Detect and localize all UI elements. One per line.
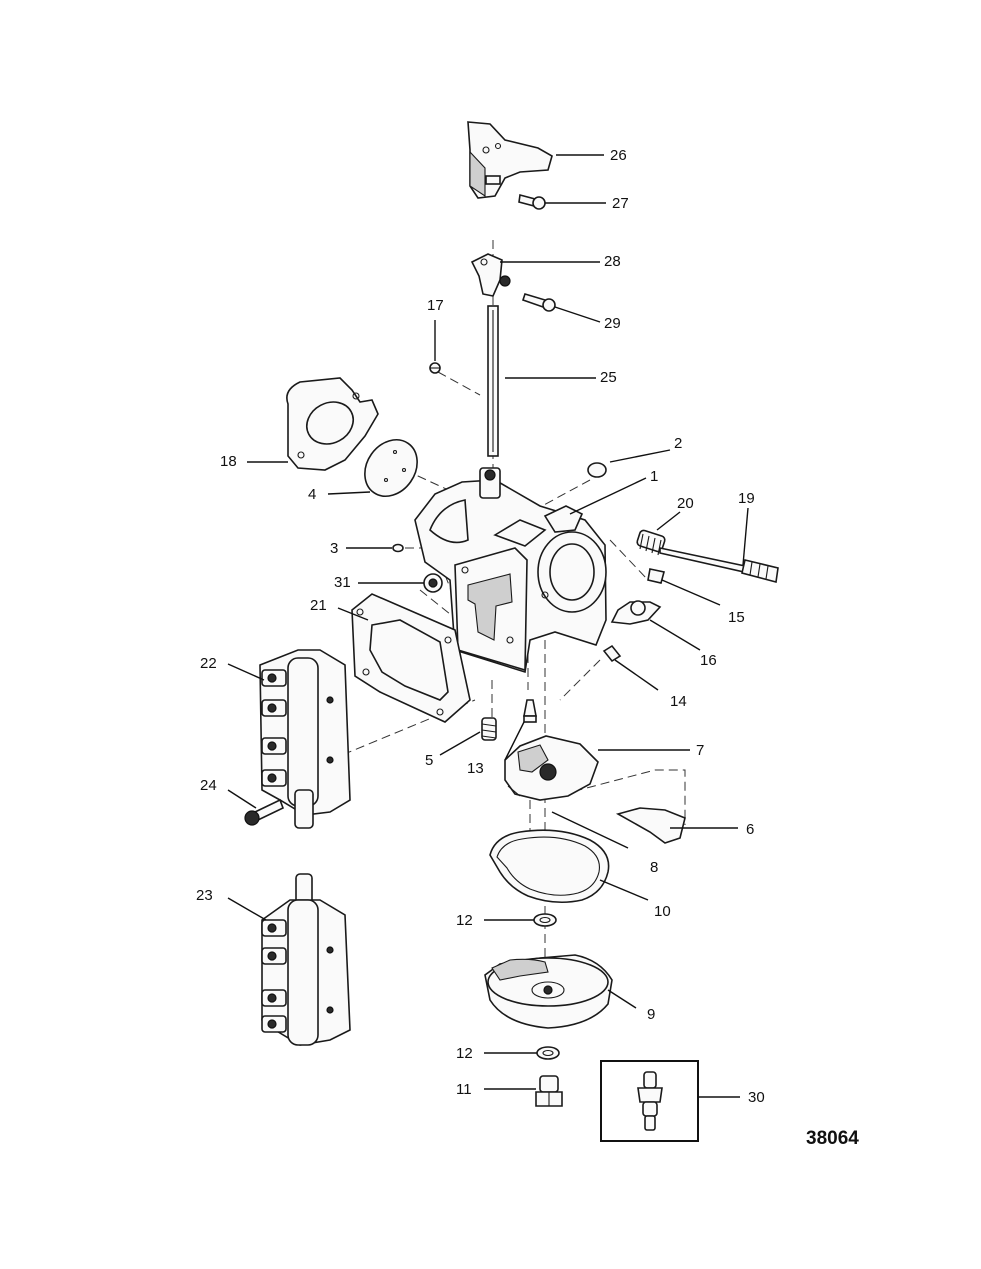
callout-6: 6 <box>746 821 754 838</box>
idle-screw-small <box>429 362 441 374</box>
callout-4: 4 <box>308 486 316 503</box>
callout-29: 29 <box>604 315 621 332</box>
fuel-pump-lower <box>261 873 351 1046</box>
callout-10: 10 <box>654 903 671 920</box>
needle-spring <box>481 717 497 741</box>
float-hinge-plate <box>615 807 686 844</box>
callout-20: 20 <box>677 495 694 512</box>
throttle-linkage-clamp <box>470 253 511 297</box>
throttle-lever <box>467 121 553 199</box>
welch-plug <box>423 573 443 593</box>
plug-disc <box>587 462 607 478</box>
carburetor-body <box>414 467 607 674</box>
callout-28: 28 <box>604 253 621 270</box>
pilot-jet-screw <box>602 644 622 663</box>
callout-22: 22 <box>200 655 217 672</box>
callout-30: 30 <box>748 1089 765 1106</box>
float-bowl <box>484 954 613 1029</box>
figure-number: 38064 <box>806 1128 859 1149</box>
callout-25: 25 <box>600 369 617 386</box>
diaphragm-disc <box>364 439 418 497</box>
washer-lower <box>536 1046 560 1060</box>
inlet-needle <box>523 699 537 723</box>
callout-18: 18 <box>220 453 237 470</box>
linkage-screw <box>521 293 556 312</box>
callout-17: 17 <box>427 297 444 314</box>
callout-2: 2 <box>674 435 682 452</box>
callout-11: 11 <box>456 1081 472 1098</box>
callout-24: 24 <box>200 777 217 794</box>
callout-13: 13 <box>467 760 484 777</box>
callout-8: 8 <box>650 859 658 876</box>
pump-screw <box>244 798 285 826</box>
callout-26: 26 <box>610 147 627 164</box>
callout-31: 31 <box>334 574 351 591</box>
lever-screw <box>518 193 546 210</box>
carburetor-float <box>504 735 599 801</box>
idle-spring <box>636 529 666 556</box>
washer-upper <box>533 913 557 927</box>
callout-14: 14 <box>670 693 687 710</box>
float-pin <box>551 811 629 849</box>
callout-15: 15 <box>728 609 745 626</box>
main-jet <box>647 568 665 584</box>
mounting-gasket <box>286 377 379 471</box>
callout-16: 16 <box>700 652 717 669</box>
callout-7: 7 <box>696 742 704 759</box>
callout-27: 27 <box>612 195 629 212</box>
bowl-o-ring <box>489 829 610 904</box>
callout-12-upper: 12 <box>456 912 473 929</box>
callout-9: 9 <box>647 1006 655 1023</box>
fuel-pump-upper <box>259 649 351 829</box>
callout-12-lower: 12 <box>456 1045 473 1062</box>
callout-1: 1 <box>650 468 658 485</box>
fuel-pump-gasket <box>351 593 471 723</box>
fuel-fitting-inset <box>600 1060 699 1142</box>
callout-19: 19 <box>738 490 755 507</box>
callout-leaders <box>227 154 749 1098</box>
callout-23: 23 <box>196 887 213 904</box>
callout-labels: 26 27 28 29 17 25 18 2 4 1 20 19 3 31 15… <box>196 147 765 1106</box>
retaining-clip <box>610 600 662 625</box>
callout-3: 3 <box>330 540 338 557</box>
callout-21: 21 <box>310 597 327 614</box>
throttle-shaft <box>487 305 499 457</box>
callout-5: 5 <box>425 752 433 769</box>
drain-plug <box>535 1075 563 1107</box>
check-ball <box>392 543 404 553</box>
idle-mixture-screw <box>659 547 779 584</box>
